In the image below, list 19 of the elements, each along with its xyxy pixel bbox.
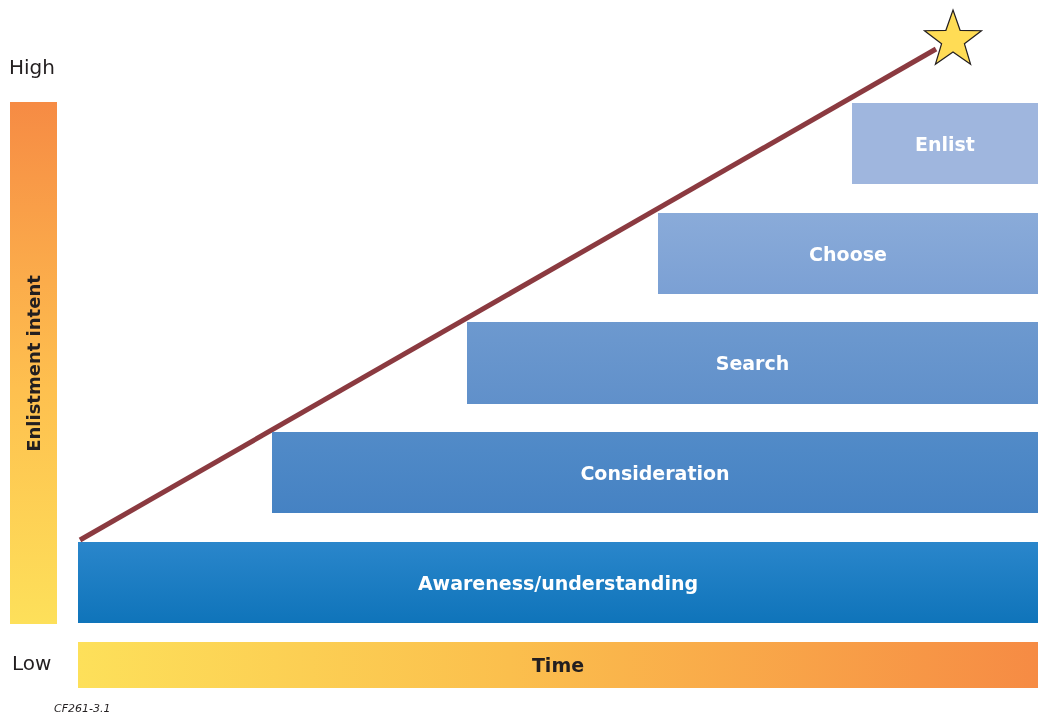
axis-title: Time [531,654,585,676]
trend-line [78,46,938,543]
time-axis-bar [78,642,1038,688]
stage-bar [658,213,1038,294]
figure-id: CF261-3.1 [54,702,111,715]
axis-tick-label: Low [12,651,52,675]
stage-bar [272,432,1038,513]
axis-tick-label: High [9,55,55,79]
stage-label: Enlist [915,132,975,155]
stage-label: Search [715,352,790,374]
axis-title: Enlistment intent [23,274,44,452]
stage-bar [852,103,1038,184]
intent-axis-bar [10,102,57,624]
stage-bar [78,542,1038,623]
stage-label: Choose [809,242,887,265]
stage-label: Consideration [580,461,730,484]
stage-bar [467,322,1038,404]
stage-label: Awareness/understanding [417,571,699,594]
star-icon [922,8,984,68]
